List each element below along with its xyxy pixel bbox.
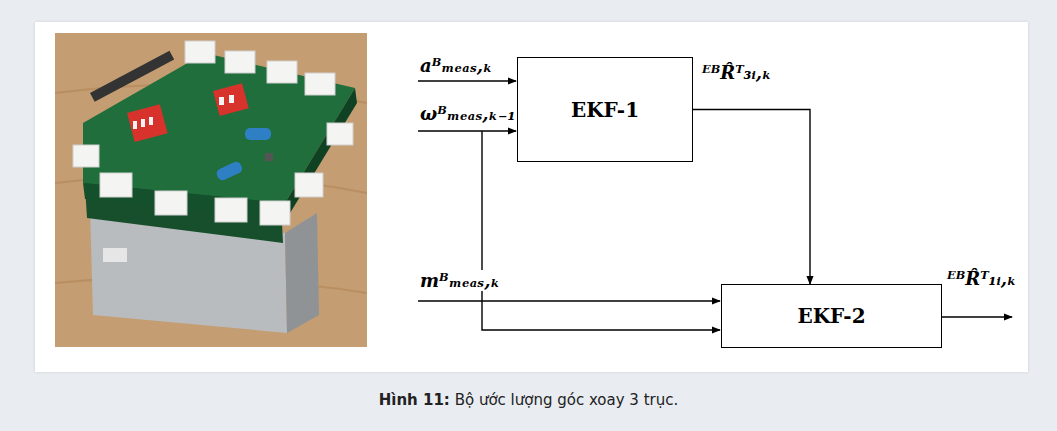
edge-label: ᴱᴮR̂ᵀ₃ᵢ,ₖ <box>700 62 774 83</box>
process-box: EKF-2 <box>721 284 942 348</box>
output-wire <box>942 316 1012 317</box>
signal-label: ωᴮₘₑₐₛ,ₖ₋₁ <box>418 103 517 124</box>
input-wire <box>418 80 516 81</box>
input-wire <box>418 130 516 131</box>
box-label: EKF-2 <box>797 304 865 328</box>
signal-label: aᴮₘₑₐₛ,ₖ <box>418 55 495 76</box>
figure-caption: Hình 11: Bộ ước lượng góc xoay 3 trục. <box>0 391 1057 409</box>
box-label: EKF-1 <box>571 98 639 122</box>
signal-arrow <box>693 110 810 285</box>
process-box: EKF-1 <box>517 57 693 162</box>
signal-label: mᴮₘₑₐₛ,ₖ <box>418 270 502 291</box>
signal-label: ᴱᴮR̂ᵀ₁ᵢ,ₖ <box>945 268 1019 289</box>
input-wire <box>418 300 720 301</box>
pcb-photo <box>55 33 367 347</box>
